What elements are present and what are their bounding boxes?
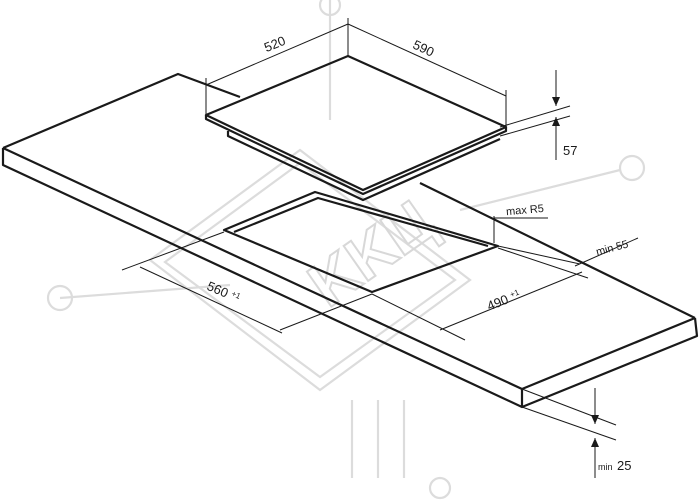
hob-glass-thickness: [204, 115, 508, 196]
dim-worktop-thickness: min 25: [521, 388, 631, 478]
dim-cutout-depth-label: 490 +1: [485, 287, 523, 314]
dim-corner-radius: max R5: [493, 203, 548, 243]
arrow-head: [591, 415, 599, 424]
countertop-back-right-edge: [419, 182, 696, 319]
dim-hob-depth: 520: [205, 18, 349, 115]
dim-hob-width-label: 590: [411, 37, 437, 60]
countertop-thickness-edge: [1, 148, 524, 409]
arrow-head: [552, 97, 560, 106]
dim-hob-width: 590: [347, 23, 507, 127]
arrow-head: [552, 117, 560, 126]
hob-top-glass: [204, 54, 508, 192]
hob-body: [226, 131, 501, 202]
dim-worktop-thickness-label: min 25: [598, 457, 631, 474]
hob: [204, 54, 508, 202]
cutout-inner-depth: [233, 196, 489, 248]
countertop-top-surface: [2, 72, 241, 150]
countertop-right-thickness: [521, 317, 699, 409]
dim-corner-radius-label: max R5: [506, 203, 545, 218]
dim-edge-distance: min 55: [497, 237, 639, 267]
dim-edge-distance-label: min 55: [595, 238, 630, 258]
watermark-text: KKЦ: [297, 187, 447, 321]
dim-hob-height: 57: [499, 70, 577, 160]
dim-hob-height-label: 57: [563, 143, 577, 158]
dim-cutout-width-label: 560 +1: [205, 278, 243, 305]
countertop: [1, 72, 699, 409]
dim-cutout-width: 560 +1: [121, 231, 373, 334]
arrow-head: [591, 438, 599, 447]
